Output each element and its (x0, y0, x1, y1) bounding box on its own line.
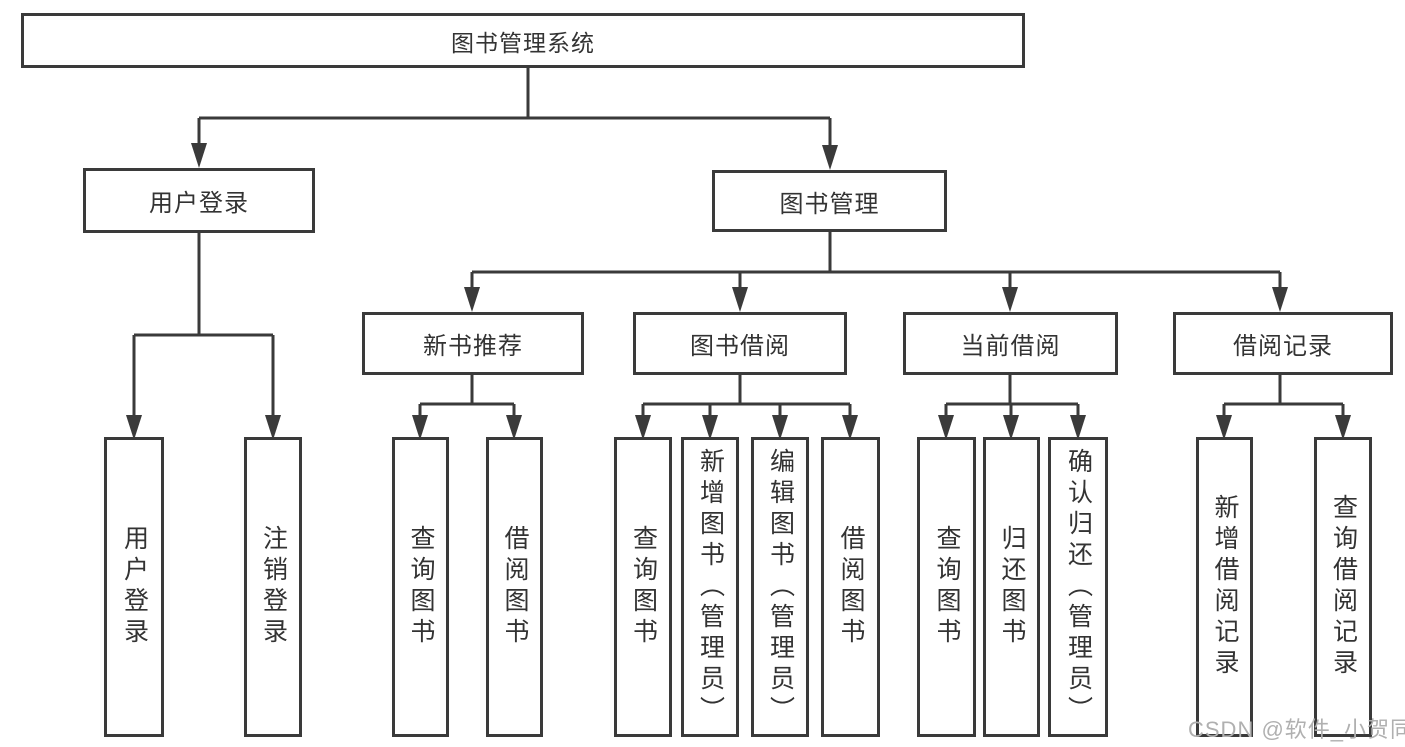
csdn-watermark: CSDN @软件_小贺同学 (1188, 717, 1405, 742)
leaf-cb-confirm-return-admin: 确认归还（管理员） (1048, 437, 1108, 737)
node-borrowing-records: 借阅记录 (1173, 312, 1393, 375)
leaf-user-login: 用户登录 (104, 437, 164, 737)
node-book-management: 图书管理 (712, 170, 947, 232)
leaf-cb-return-books: 归还图书 (983, 437, 1040, 737)
leaf-nbr-borrow-books: 借阅图书 (486, 437, 543, 737)
leaf-logout: 注销登录 (244, 437, 302, 737)
leaf-br-query-record: 查询借阅记录 (1314, 437, 1372, 737)
leaf-nbr-query-books: 查询图书 (392, 437, 449, 737)
node-user-login: 用户登录 (83, 168, 315, 233)
node-root-system: 图书管理系统 (21, 13, 1025, 68)
leaf-bb-edit-books-admin: 编辑图书（管理员） (751, 437, 809, 737)
leaf-bb-query-books: 查询图书 (614, 437, 672, 737)
leaf-cb-query-books: 查询图书 (917, 437, 976, 737)
node-new-book-recommend: 新书推荐 (362, 312, 584, 375)
node-book-borrowing: 图书借阅 (633, 312, 847, 375)
node-current-borrowing: 当前借阅 (903, 312, 1118, 375)
leaf-bb-borrow-books: 借阅图书 (821, 437, 880, 737)
leaf-bb-add-books-admin: 新增图书（管理员） (681, 437, 739, 737)
leaf-br-add-record: 新增借阅记录 (1196, 437, 1253, 737)
